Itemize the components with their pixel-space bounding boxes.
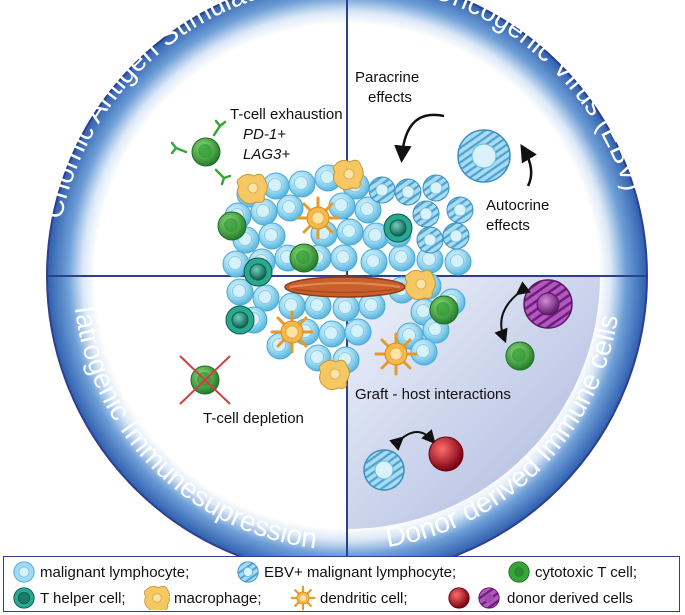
cytotoxic-t-cell-icon xyxy=(508,561,530,583)
legend-t-helper: T helper cell; xyxy=(12,585,126,611)
legend-row-1: malignant lymphocyte; EBV+ malignant lym… xyxy=(4,559,679,585)
autocrine-label-line2: effects xyxy=(486,217,530,234)
paracrine-label-line1: Paracrine xyxy=(355,69,419,86)
legend-dendritic: dendritic cell; xyxy=(290,585,408,611)
depletion-label: T-cell depletion xyxy=(203,410,304,427)
host-ebv-cell xyxy=(363,449,405,491)
tumor-cluster xyxy=(217,159,474,391)
legend-t-helper-label: T helper cell; xyxy=(40,589,126,607)
exhaustion-title: T-cell exhaustion xyxy=(230,106,343,123)
macrophage-icon xyxy=(144,586,170,610)
exhaustion-marker-lag3: LAG3+ xyxy=(243,146,290,163)
legend-cytotoxic-t: cytotoxic T cell; xyxy=(507,559,637,585)
ebv-cell-large xyxy=(457,129,511,183)
legend-dendritic-label: dendritic cell; xyxy=(320,589,408,607)
autocrine-arrow xyxy=(520,143,537,187)
legend-row-2: T helper cell; macrophage; dendritic cel… xyxy=(4,585,679,611)
t-helper-cell-icon xyxy=(13,587,35,609)
autocrine-label-line1: Autocrine xyxy=(486,197,549,214)
graft-t-cell xyxy=(505,341,535,371)
graft-exchange-arrow xyxy=(494,281,531,344)
legend: malignant lymphocyte; EBV+ malignant lym… xyxy=(3,556,680,612)
exhausted-t-cell xyxy=(170,119,232,186)
ebv-lymphocyte-icon xyxy=(237,561,259,583)
legend-macrophage-label: macrophage; xyxy=(174,589,262,607)
diagram-canvas: Chornic Antigen Stimulation Oncogenic Vi… xyxy=(46,0,648,556)
paracrine-label-line2: effects xyxy=(368,89,412,106)
legend-ebv-lymphocyte: EBV+ malignant lymphocyte; xyxy=(236,559,456,585)
legend-malignant-lymphocyte-label: malignant lymphocyte; xyxy=(40,563,190,581)
malignant-lymphocyte-icon xyxy=(13,561,35,583)
donor-red-cell-icon xyxy=(448,587,470,609)
exhaustion-marker-pd1: PD-1+ xyxy=(243,126,286,143)
depleted-t-cell xyxy=(179,355,231,405)
graft-host-label: Graft - host interactions xyxy=(355,386,511,403)
legend-donor-cells-label: donor derived cells xyxy=(507,589,633,607)
legend-malignant-lymphocyte: malignant lymphocyte; xyxy=(12,559,189,585)
paracrine-arrow xyxy=(394,113,445,163)
legend-donor-cells: donor derived cells xyxy=(447,585,633,611)
donor-purple-cell xyxy=(523,279,573,329)
legend-macrophage: macrophage; xyxy=(144,585,262,611)
donor-purple-cell-icon xyxy=(478,587,500,609)
legend-cytotoxic-t-label: cytotoxic T cell; xyxy=(535,563,637,581)
donor-exchange-arrow xyxy=(389,429,436,451)
legend-ebv-lymphocyte-label: EBV+ malignant lymphocyte; xyxy=(264,563,457,581)
donor-red-cell xyxy=(428,436,464,472)
dendritic-cell-icon xyxy=(290,585,316,611)
